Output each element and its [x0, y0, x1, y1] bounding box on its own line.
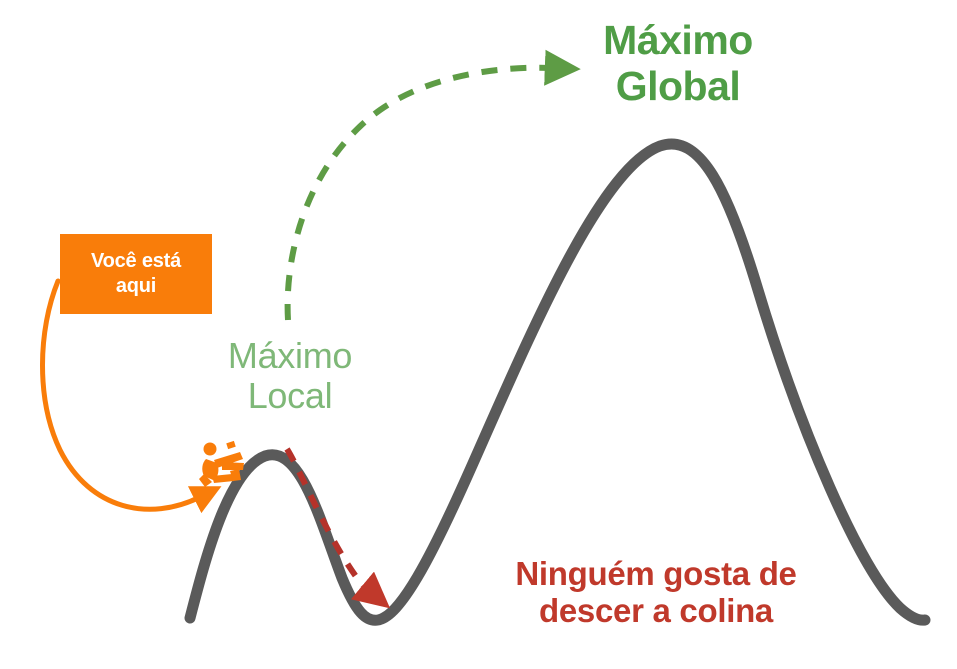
- terrain-curve: [184, 138, 931, 626]
- you-are-here-line2: aqui: [115, 275, 157, 297]
- downhill-label-line1: Ninguém gosta de: [515, 555, 797, 592]
- you-are-here-callout: Você está aqui: [60, 234, 212, 314]
- local-maximum-label-line2: Local: [247, 375, 333, 417]
- downhill-label-line2: descer a colina: [539, 591, 773, 629]
- you-are-here-line1: Você está: [90, 250, 182, 272]
- arrow-downhill-icon: [284, 447, 391, 609]
- arrow-you-are-here-icon: [40, 278, 222, 514]
- you-are-here-text: Você está aqui: [91, 249, 181, 299]
- local-maximum-label-line1: Máximo: [227, 335, 353, 376]
- hiker-icon: [199, 440, 244, 487]
- arrow-to-global-max-icon: [284, 49, 581, 321]
- global-maximum-label-line2: Global: [615, 62, 741, 109]
- global-maximum-label-line1: Máximo: [603, 17, 753, 63]
